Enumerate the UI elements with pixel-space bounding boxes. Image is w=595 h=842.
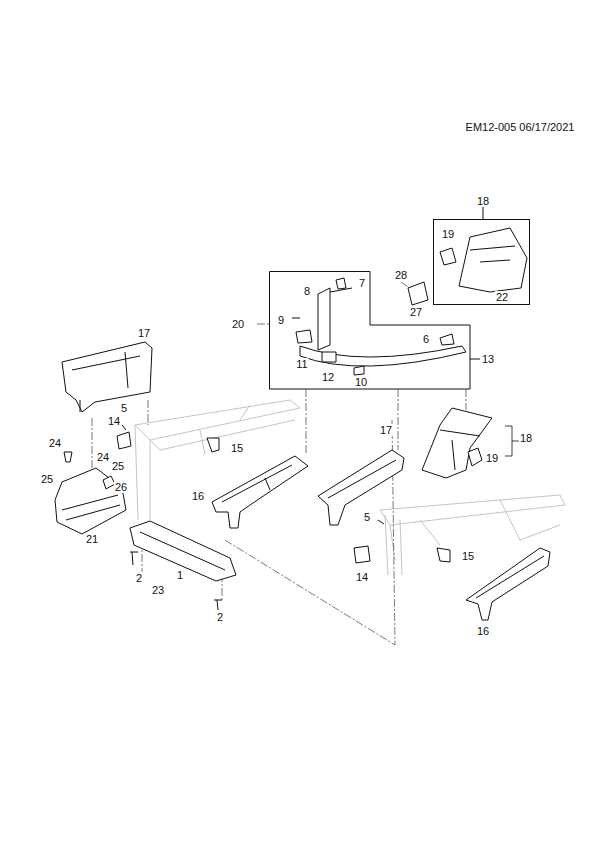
callout-number: 10 — [354, 376, 368, 388]
callout-number: 17 — [379, 424, 393, 436]
callout-number: 20 — [231, 318, 245, 330]
callout-number: 8 — [303, 285, 311, 297]
leader-line — [470, 359, 480, 360]
callout-number: 2 — [216, 611, 224, 623]
callout-number: 12 — [321, 371, 335, 383]
callout-number: 5 — [363, 511, 371, 523]
group-frame — [270, 272, 471, 390]
callout-number: 15 — [461, 550, 475, 562]
callout-number: 15 — [230, 442, 244, 454]
callout-number: 24 — [96, 451, 110, 463]
callout-number: 28 — [394, 269, 408, 281]
callout-number: 23 — [151, 584, 165, 596]
callout-number: 25 — [111, 460, 125, 472]
callout-number: 18 — [519, 432, 533, 444]
callout-number: 14 — [107, 415, 121, 427]
callout-number: 25 — [40, 473, 54, 485]
callout-number: 6 — [422, 333, 430, 345]
alignment-lines — [92, 282, 466, 645]
parts — [55, 228, 550, 620]
callout-number: 21 — [85, 533, 99, 545]
callout-number: 18 — [476, 195, 490, 207]
callout-number: 7 — [358, 277, 366, 289]
callout-number: 19 — [441, 228, 455, 240]
callout-number: 16 — [191, 490, 205, 502]
callout-number: 11 — [295, 358, 308, 370]
callout-number: 5 — [120, 402, 128, 414]
callout-number: 19 — [485, 452, 499, 464]
callout-number: 13 — [481, 353, 495, 365]
group-box: 18 19 22 — [433, 192, 530, 306]
callout-number: 17 — [137, 327, 151, 339]
callout-number: 27 — [409, 306, 423, 318]
callout-number: 22 — [495, 291, 509, 303]
callout-number: 14 — [355, 571, 369, 583]
callout-number: 24 — [48, 437, 62, 449]
group-outline — [433, 192, 530, 306]
leader-lines — [505, 426, 519, 456]
drawing-reference: EM12-005 06/17/2021 — [465, 121, 576, 133]
leader-line — [483, 205, 499, 297]
callout-number: 2 — [135, 572, 143, 584]
group-frame — [434, 220, 530, 305]
callout-number: 9 — [277, 314, 285, 326]
group-box: 8 7 9 6 11 12 10 13 — [269, 271, 499, 391]
callout-number: 16 — [476, 625, 490, 637]
callout-number: 1 — [176, 569, 184, 581]
callout-number: 26 — [114, 481, 128, 493]
